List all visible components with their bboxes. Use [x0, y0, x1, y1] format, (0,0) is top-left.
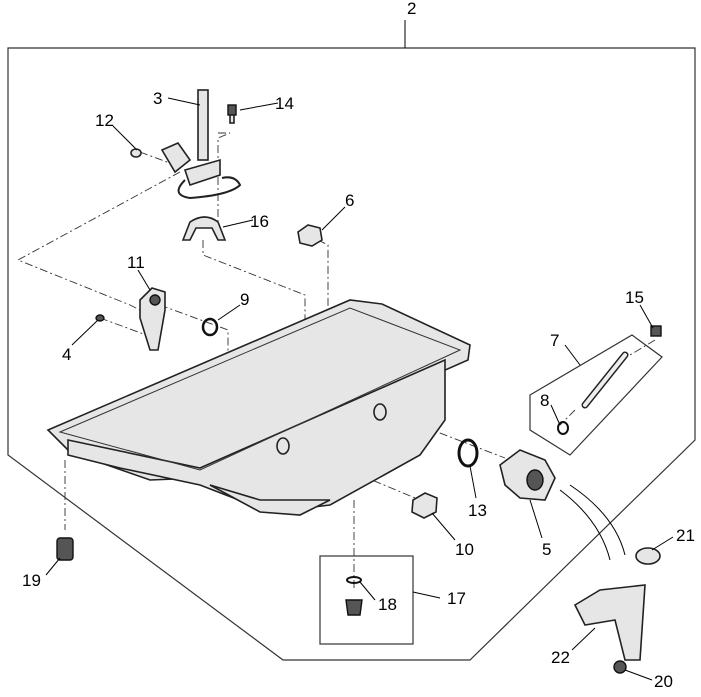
- part-6-nut: [297, 224, 323, 247]
- callout-16: 16: [250, 212, 269, 231]
- part-5-adapter: [499, 449, 556, 501]
- callout-14: 14: [275, 94, 294, 113]
- hose-line-a: [559, 489, 611, 561]
- assembly-frame: [7, 47, 696, 661]
- part-18-plug: [345, 576, 363, 616]
- callout-3: 3: [153, 89, 162, 108]
- part-11-bracket: [139, 287, 166, 351]
- part-16-bracket: [181, 216, 227, 241]
- part-8-oring: [557, 421, 569, 435]
- part-20-nut: [613, 660, 627, 674]
- part-13-oring: [457, 438, 479, 468]
- part-3-dipstick-tube: [160, 89, 242, 200]
- callout-4: 4: [62, 345, 71, 364]
- callout-22: 22: [551, 648, 570, 667]
- part-14-bolt: [227, 104, 237, 124]
- callout-18: 18: [378, 595, 397, 614]
- callout-9: 9: [240, 290, 249, 309]
- part-17-frame: [319, 555, 414, 645]
- oil-pan: [46, 299, 471, 516]
- callout-19: 19: [22, 571, 41, 590]
- callout-15: 15: [625, 288, 644, 307]
- part-10-nut: [411, 492, 438, 519]
- callout-6: 6: [345, 191, 354, 210]
- callout-13: 13: [468, 501, 487, 520]
- callout-21: 21: [676, 526, 695, 545]
- leader-lines: [45, 97, 674, 681]
- callout-10: 10: [455, 540, 474, 559]
- callout-7: 7: [550, 331, 559, 350]
- callout-2: 2: [407, 0, 416, 18]
- callout-12: 12: [95, 111, 114, 130]
- part-21-ring: [635, 547, 661, 565]
- part-12-washer: [130, 148, 142, 158]
- hose-line-b: [569, 484, 626, 556]
- part-19-drain-plug: [56, 537, 74, 561]
- part-15-cap: [650, 325, 662, 337]
- callout-5: 5: [542, 540, 551, 559]
- callout-17: 17: [447, 589, 466, 608]
- callout-11: 11: [127, 253, 145, 272]
- part-7-tube: [581, 351, 629, 409]
- callout-20: 20: [654, 672, 673, 691]
- part-4-bolt: [95, 314, 105, 322]
- part-9-oring: [201, 317, 219, 337]
- callout-8: 8: [540, 391, 549, 410]
- part-7-frame: [529, 334, 663, 456]
- part-22-elbow: [573, 584, 646, 661]
